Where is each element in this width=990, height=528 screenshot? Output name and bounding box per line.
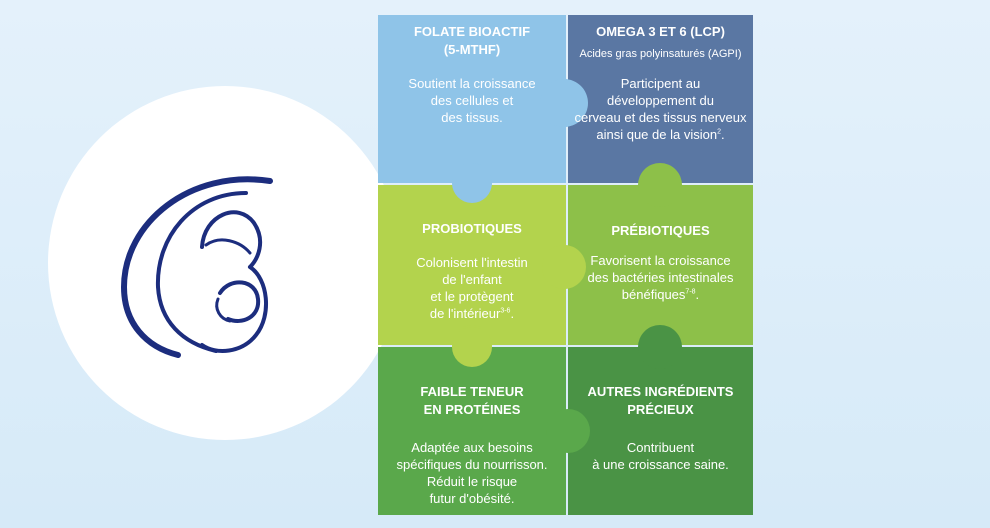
piece-title: OMEGA 3 ET 6 (LCP) [596,24,725,39]
mother-and-baby-icon [120,176,273,358]
knob-probio-into-faible [452,327,492,367]
piece-folate-shape [378,15,566,183]
piece-probio: PROBIOTIQUES Colonisent l'intestin de l'… [378,220,566,322]
knob-folate-into-probio [452,163,492,203]
piece-folate: FOLATE BIOACTIF (5-MTHF) Soutient la cro… [378,23,566,126]
piece-text-body: Participent au développement du cerveau … [574,76,747,142]
piece-text-body: Colonisent l'intestin de l'enfant et le … [416,255,528,321]
reference-superscript: 3-6 [500,307,511,315]
reference-superscript: 2 [717,128,721,136]
piece-text: Contribuent à une croissance saine. [592,440,729,472]
piece-prebio-shape [568,185,753,345]
piece-text: Colonisent l'intestin de l'enfant et le … [416,254,528,322]
puzzle: FOLATE BIOACTIF (5-MTHF) Soutient la cro… [378,15,753,515]
logo-circle [48,86,402,440]
piece-text: Favorisent la croissance des bactéries i… [588,252,734,303]
knob-probio-into-prebio [542,245,586,289]
knob-omega-fill [540,79,588,127]
reference-superscript: 7-8 [685,288,696,296]
piece-text: Soutient la croissance des cellules et d… [408,76,536,125]
knob-faible-right [546,409,590,453]
knob-omega-into-prebio [638,163,682,207]
piece-omega: OMEGA 3 ET 6 (LCP) Acides gras polyinsat… [568,23,753,143]
piece-title: FAIBLE TENEUR EN PROTÉINES [420,384,524,417]
piece-autres-shape [568,347,753,515]
puzzle-shapes [378,15,753,515]
piece-text: Adaptée aux besoins spécifiques du nourr… [396,440,548,506]
piece-faible: FAIBLE TENEUR EN PROTÉINES Adaptée aux b… [378,383,566,507]
piece-text-end: . [695,287,700,302]
piece-title: AUTRES INGRÉDIENTS PRÉCIEUX [587,384,734,417]
piece-prebio: PRÉBIOTIQUES Favorisent la croissance de… [568,222,753,303]
piece-title: PROBIOTIQUES [422,221,522,236]
piece-subtitle: Acides gras polyinsaturés (AGPI) [579,48,742,60]
knob-prebio-into-autres [638,325,682,369]
piece-title: FOLATE BIOACTIF (5-MTHF) [413,24,531,57]
piece-faible-shape [378,347,566,515]
piece-omega-shape [568,15,753,183]
piece-title: PRÉBIOTIQUES [611,223,710,238]
piece-text-body: Favorisent la croissance des bactéries i… [587,253,734,302]
piece-probio-shape [378,185,566,345]
piece-text: Participent au développement du cerveau … [575,75,747,143]
piece-autres: AUTRES INGRÉDIENTS PRÉCIEUX Contribuent … [568,383,753,473]
piece-text-end: . [510,306,515,321]
piece-text-end: . [720,127,725,142]
